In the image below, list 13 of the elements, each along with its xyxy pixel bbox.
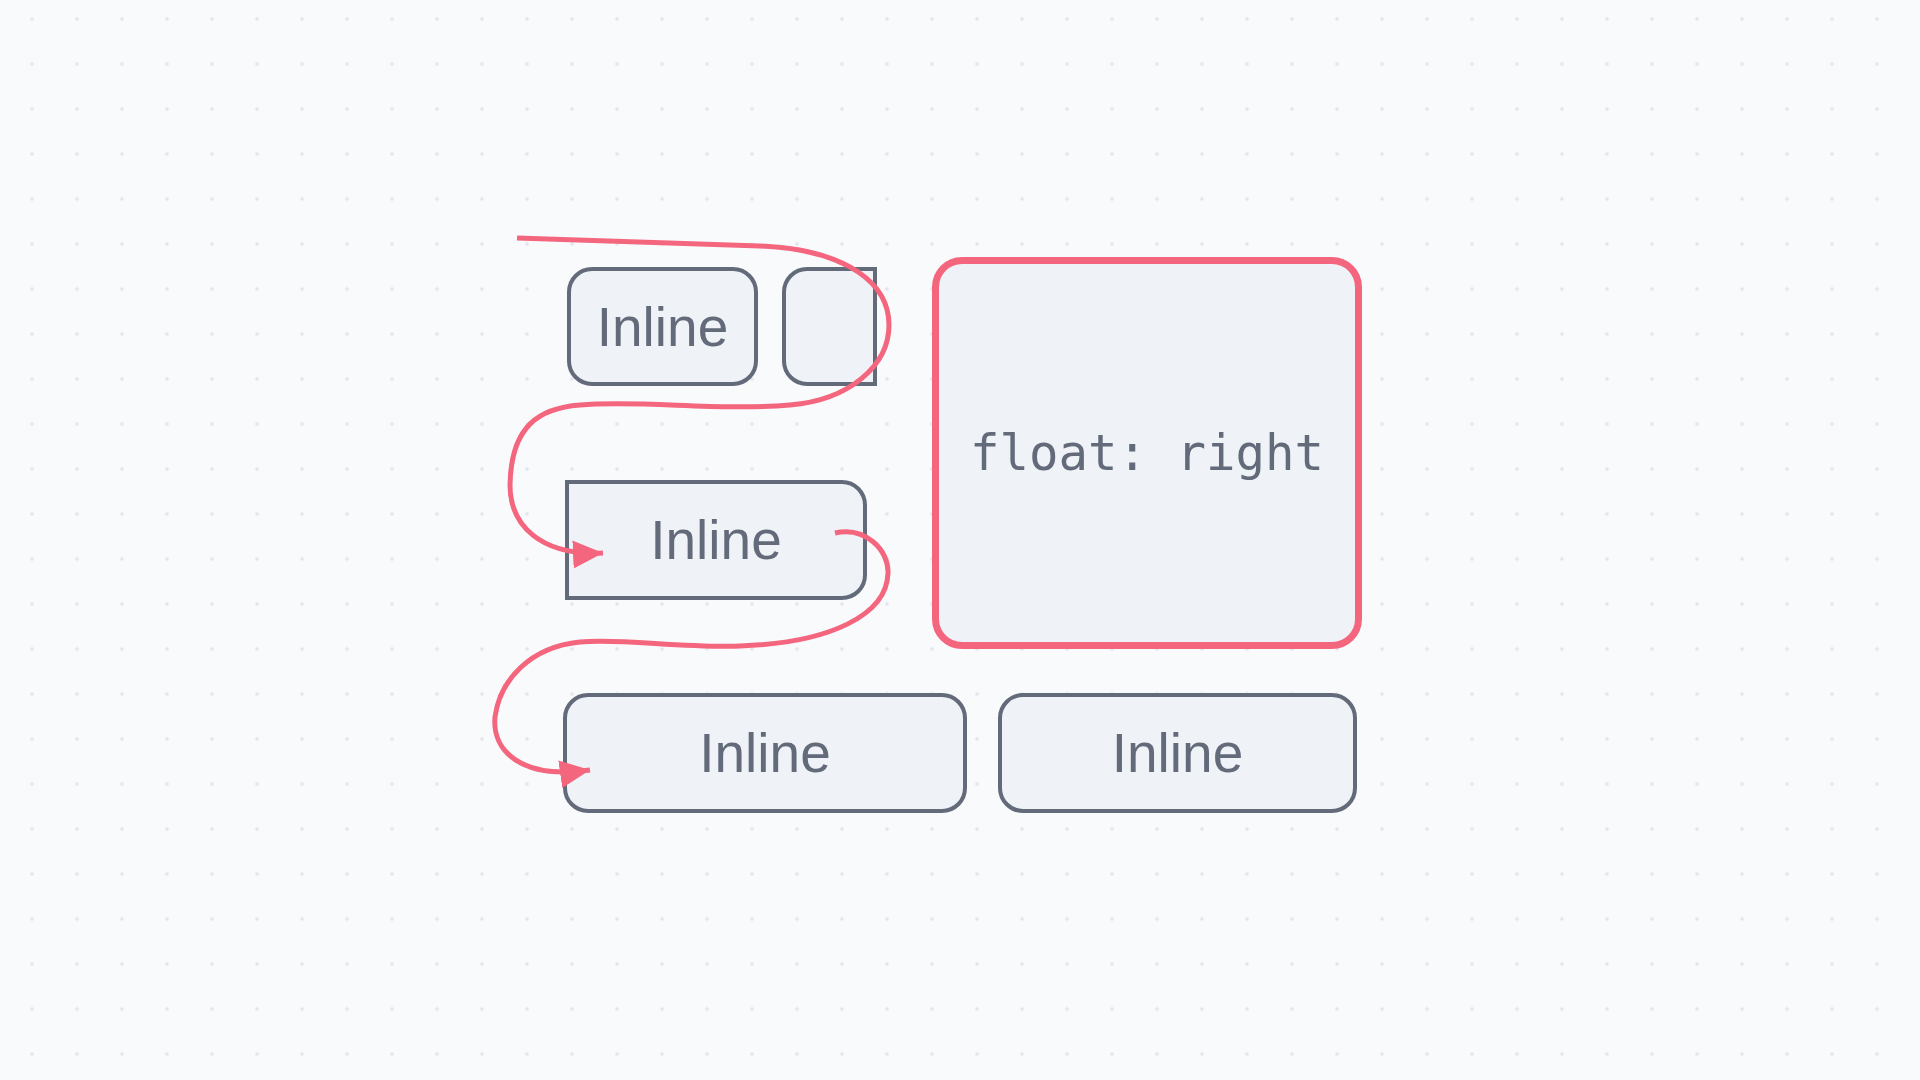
flow-arrow xyxy=(507,235,892,568)
float-declaration: float: right xyxy=(970,424,1324,482)
float-box xyxy=(932,257,1362,649)
flow-arrow xyxy=(492,529,891,787)
inline-label: Inline xyxy=(1111,721,1244,785)
inline-label: Inline xyxy=(699,721,831,785)
inline-label: Inline xyxy=(650,508,782,572)
inline-box xyxy=(782,267,877,386)
inline-box xyxy=(563,693,967,813)
inline-box xyxy=(567,267,758,386)
inline-label: Inline xyxy=(596,294,729,359)
inline-box xyxy=(565,480,867,600)
inline-box xyxy=(998,693,1357,813)
